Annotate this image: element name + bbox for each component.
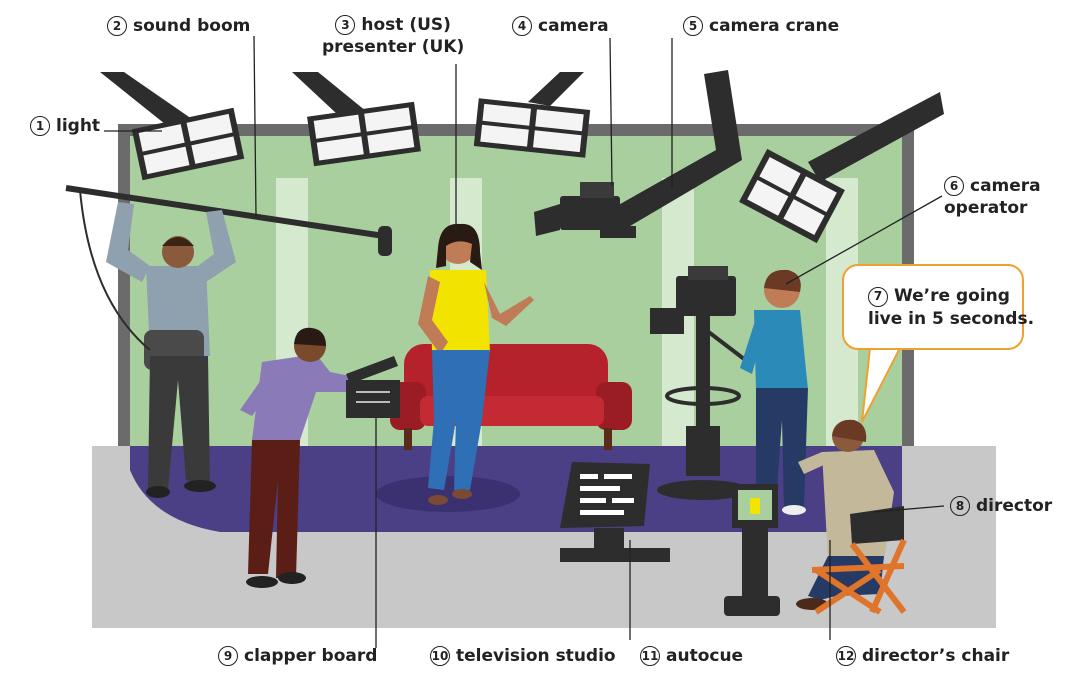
clapper-board-icon xyxy=(346,356,400,418)
label-camera-crane: 5 camera crane xyxy=(683,16,839,36)
sound-boom-pole xyxy=(65,185,385,239)
label-number: 3 xyxy=(335,15,356,35)
label-text-line-1: host (US) xyxy=(361,15,451,35)
label-directors-chair: 12 director’s chair xyxy=(836,646,1009,666)
studio-light-icon xyxy=(307,101,421,167)
label-text: director xyxy=(976,496,1053,516)
studio-camera-icon xyxy=(650,266,750,500)
boom-microphone-icon xyxy=(378,226,392,256)
label-autocue: 11 autocue xyxy=(640,646,743,666)
host-shadow xyxy=(376,476,520,512)
label-text-line-2: presenter (UK) xyxy=(322,37,465,57)
label-clapper-board: 9 clapper board xyxy=(218,646,377,666)
sound-operator-person xyxy=(79,189,236,498)
directors-chair-icon xyxy=(811,506,907,615)
label-text: camera xyxy=(538,16,609,36)
clapper-person xyxy=(240,327,350,588)
label-number: 4 xyxy=(512,16,532,36)
label-text: television studio xyxy=(456,646,616,666)
light-arm xyxy=(808,92,944,182)
label-number: 1 xyxy=(30,116,50,136)
monitor-icon xyxy=(724,484,780,616)
label-number: 11 xyxy=(640,646,660,666)
host-person xyxy=(418,223,534,505)
label-camera: 4 camera xyxy=(512,16,609,36)
label-text: camera crane xyxy=(709,16,840,36)
label-text-line-1: camera xyxy=(970,176,1041,196)
label-number: 9 xyxy=(218,646,238,666)
label-number: 5 xyxy=(683,16,703,36)
label-text: sound boom xyxy=(133,16,251,36)
label-director: 8 director xyxy=(950,496,1052,516)
label-number: 7 xyxy=(868,286,888,307)
label-number: 6 xyxy=(944,176,964,196)
speech-line-1: We’re going xyxy=(894,286,1010,306)
label-light: 1 light xyxy=(30,116,100,136)
label-number: 10 xyxy=(430,646,450,666)
leader-lines xyxy=(104,35,945,648)
label-camera-operator: 6 camera operator xyxy=(944,175,1041,219)
label-number: 8 xyxy=(950,496,970,516)
label-number: 2 xyxy=(107,16,127,36)
speech-bubble-text: 7 We’re going live in 5 seconds. xyxy=(868,285,1034,331)
light-arm xyxy=(528,72,584,106)
speech-bubble xyxy=(842,264,1024,350)
label-text: director’s chair xyxy=(862,646,1010,666)
camera-operator-person xyxy=(740,269,808,515)
label-text: light xyxy=(56,116,101,136)
studio-light-icon xyxy=(739,148,845,244)
label-number: 12 xyxy=(836,646,856,666)
studio-light-icon xyxy=(473,98,591,158)
crane-camera-icon xyxy=(534,182,636,238)
label-television-studio: 10 television studio xyxy=(430,646,616,666)
label-text: clapper board xyxy=(244,646,378,666)
autocue-icon xyxy=(560,462,670,562)
speech-line-2: live in 5 seconds. xyxy=(868,309,1035,329)
label-text-line-2: operator xyxy=(944,198,1028,218)
label-text: autocue xyxy=(666,646,744,666)
label-sound-boom: 2 sound boom xyxy=(107,16,250,36)
